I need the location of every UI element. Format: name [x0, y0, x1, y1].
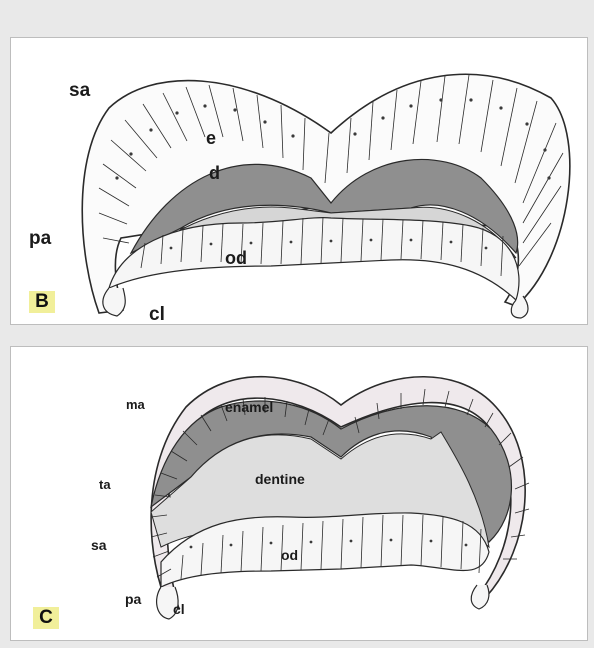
cervical-loop-right [471, 585, 489, 609]
label-pa: pa [29, 228, 51, 250]
label-pa: pa [125, 591, 141, 607]
panel-b-badge: B [29, 291, 55, 313]
label-ta: ta [99, 477, 111, 492]
label-cl: cl [173, 601, 185, 617]
panel-c-badge: C [33, 607, 59, 629]
panel-c-diagram: ma enamel dentine ta sa od pa cl C [10, 346, 588, 641]
label-sa: sa [69, 80, 90, 102]
label-enamel: enamel [225, 399, 273, 415]
label-cl: cl [149, 304, 165, 326]
panel-b-diagram: sa e d pa od cl B [10, 37, 588, 325]
label-sa: sa [91, 537, 107, 553]
panel-b-illustration [11, 38, 589, 326]
label-od: od [281, 547, 298, 563]
label-e: e [206, 128, 216, 149]
label-d: d [209, 163, 220, 184]
label-ma: ma [126, 397, 145, 412]
label-od: od [225, 248, 247, 269]
panel-c-illustration [11, 347, 589, 642]
label-dentine: dentine [255, 471, 305, 487]
